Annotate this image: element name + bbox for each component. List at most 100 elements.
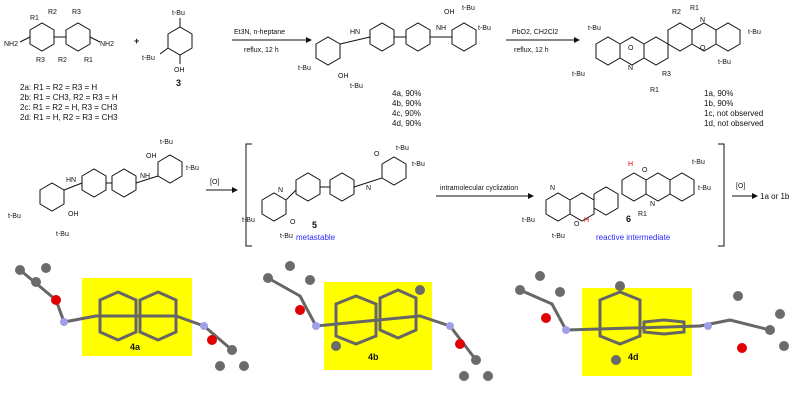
compound-5-label: 5 — [312, 220, 317, 230]
o-1-a: O — [628, 45, 634, 52]
prod-label-1d: 1d, not observed — [704, 119, 764, 128]
prod-label-1c: 1c, not observed — [704, 109, 763, 118]
nh2-right: NH2 — [100, 41, 114, 48]
int-label-4b: 4b, 90% — [392, 99, 421, 108]
r1-label-b: R1 — [84, 57, 93, 64]
r3-1: R3 — [662, 71, 671, 78]
n-6-a: N — [550, 185, 555, 192]
h-6-a: H — [584, 217, 589, 224]
step2-conditions-bottom: reflux, 12 h — [514, 47, 549, 54]
step1-conditions-top: Et3N, n-heptane — [234, 29, 285, 36]
oh-mech-b: OH — [68, 211, 79, 218]
r1-label: R1 — [30, 15, 39, 22]
sm-label-2c: 2c: R1 = R2 = H, R3 = CH3 — [20, 103, 118, 112]
int-label-4d: 4d, 90% — [392, 119, 421, 128]
compound-2-structure: NH2 NH2 R1 R2 R3 R3 R2 R1 — [4, 9, 114, 64]
compound-5-structure: N N O O t-Bu t-Bu t-Bu t-Bu 5 metastable — [242, 145, 425, 242]
tbu-5-a: t-Bu — [396, 145, 409, 152]
r1-1-b: R1 — [650, 87, 659, 94]
compound-1-structure: O N N O t-Bu t-Bu t-Bu t-Bu R2 R1 R3 R1 — [572, 5, 761, 94]
tbu-mech-a: t-Bu — [160, 139, 173, 146]
tbu-4-d: t-Bu — [350, 83, 363, 90]
compound-3-structure: t-Bu t-Bu OH 3 — [142, 10, 193, 88]
hn-mech: HN — [66, 177, 76, 184]
hn-4: HN — [350, 29, 360, 36]
compound-6-label: 6 — [626, 214, 631, 224]
tbu-1-a: t-Bu — [588, 25, 601, 32]
prod-label-1b: 1b, 90% — [704, 99, 733, 108]
prod-label-1a: 1a, 90% — [704, 89, 733, 98]
oh-4-b: OH — [338, 73, 349, 80]
crystal-structure-4b — [263, 261, 493, 381]
nh2-left: NH2 — [4, 41, 18, 48]
final-oxidant-label: [O] — [736, 183, 745, 190]
final-product-label: 1a or 1b — [760, 192, 790, 201]
n-1-a: N — [628, 65, 633, 72]
crystal-label-4d: 4d — [628, 352, 639, 362]
tbu-5-c: t-Bu — [242, 217, 255, 224]
oh-4: OH — [444, 9, 455, 16]
o-1-b: O — [700, 45, 706, 52]
n-5-a: N — [278, 187, 283, 194]
n-5-b: N — [366, 185, 371, 192]
tbu-6-b: t-Bu — [698, 185, 711, 192]
tbu-mech-c: t-Bu — [8, 213, 21, 220]
int-label-4a: 4a, 90% — [392, 89, 421, 98]
oh-mech: OH — [146, 153, 157, 160]
h-6-b: H — [628, 161, 633, 168]
r2-label: R2 — [48, 9, 57, 16]
r3-label-b: R3 — [36, 57, 45, 64]
tbu-1-d: t-Bu — [718, 59, 731, 66]
tbu-4-a: t-Bu — [462, 5, 475, 12]
tbu-3-top: t-Bu — [172, 10, 185, 17]
tbu-6-a: t-Bu — [692, 159, 705, 166]
nh-4: NH — [436, 25, 446, 32]
o-6-b: O — [642, 167, 648, 174]
tbu-mech-d: t-Bu — [56, 231, 69, 238]
oxidant-label: [O] — [210, 179, 219, 186]
crystal-label-4a: 4a — [130, 342, 141, 352]
compound-4a-mechanism-structure: HN NH OH t-Bu t-Bu t-Bu OH t-Bu — [8, 139, 199, 238]
bracket-left — [245, 143, 252, 247]
compound-6-note: reactive intermediate — [596, 233, 671, 242]
oh-3: OH — [174, 67, 185, 74]
tbu-4-b: t-Bu — [478, 25, 491, 32]
r1-6: R1 — [638, 211, 647, 218]
o-5-a: O — [374, 151, 380, 158]
plus-sign: + — [134, 36, 139, 46]
compound-3-label: 3 — [176, 78, 181, 88]
o-6-a: O — [574, 221, 580, 228]
r3-label: R3 — [72, 9, 81, 16]
r1-1: R1 — [690, 5, 699, 12]
n-6-b: N — [650, 201, 655, 208]
nh-mech: NH — [140, 173, 150, 180]
n-1-b: N — [700, 17, 705, 24]
tbu-3-left: t-Bu — [142, 55, 155, 62]
sm-label-2d: 2d: R1 = H, R2 = R3 = CH3 — [20, 113, 118, 122]
tbu-6-d: t-Bu — [552, 233, 565, 240]
tbu-5-b: t-Bu — [412, 161, 425, 168]
tbu-1-b: t-Bu — [572, 71, 585, 78]
compound-4-structure: HN NH OH t-Bu t-Bu t-Bu OH t-Bu — [298, 5, 491, 90]
tbu-1-c: t-Bu — [748, 29, 761, 36]
bracket-right — [718, 143, 725, 247]
step1-conditions-bottom: reflux, 12 h — [244, 47, 279, 54]
compound-6-structure: N O H H O N t-Bu t-Bu t-Bu t-Bu R1 6 rea… — [522, 159, 711, 242]
r2-label-b: R2 — [58, 57, 67, 64]
compound-5-note: metastable — [296, 233, 336, 242]
sm-label-2a: 2a: R1 = R2 = R3 = H — [20, 83, 97, 92]
tbu-5-d: t-Bu — [280, 233, 293, 240]
crystal-structure-4a — [15, 263, 249, 371]
tbu-6-c: t-Bu — [522, 217, 535, 224]
cyclization-label: intramolecular cyclization — [440, 185, 518, 192]
tbu-4-c: t-Bu — [298, 65, 311, 72]
sm-label-2b: 2b: R1 = CH3, R2 = R3 = H — [20, 93, 118, 102]
int-label-4c: 4c, 90% — [392, 109, 421, 118]
tbu-mech-b: t-Bu — [186, 165, 199, 172]
r2-1: R2 — [672, 9, 681, 16]
crystal-structure-4d — [515, 271, 789, 365]
step2-conditions-top: PbO2, CH2Cl2 — [512, 29, 558, 36]
o-5-b: O — [290, 219, 296, 226]
crystal-label-4b: 4b — [368, 352, 379, 362]
